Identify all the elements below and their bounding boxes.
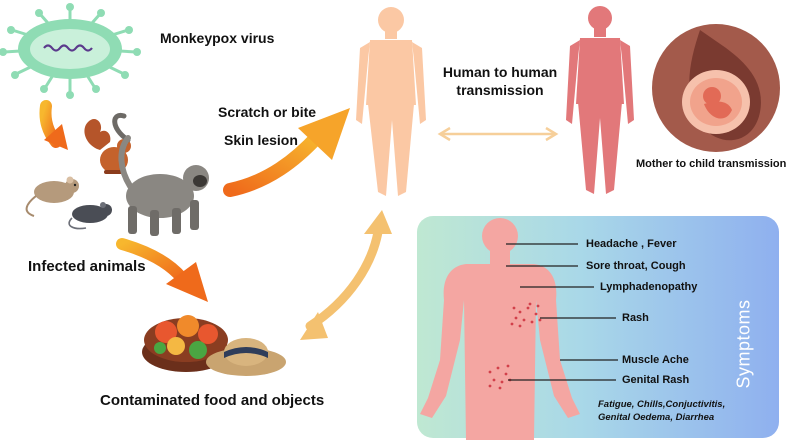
other-symptoms: Fatigue, Chills,Conjuctivitis, Genital O… [598, 398, 748, 424]
mother-child-icon [652, 24, 780, 152]
rash-dots [510, 302, 542, 328]
symptom-rash: Rash [622, 312, 649, 324]
human-figure-red [566, 6, 634, 194]
infected-animals-illustration [25, 112, 209, 236]
virus-label: Monkeypox virus [160, 30, 275, 46]
virus-icon [0, 3, 141, 99]
rat-icon [25, 176, 79, 217]
symptom-pointer-lines [506, 243, 618, 381]
arrow-food-human [300, 210, 392, 340]
infected-animals-label: Infected animals [28, 258, 146, 275]
arrow-human-to-human [437, 126, 559, 142]
human-transmission-label-line2: transmission [456, 82, 544, 98]
symptom-sore-throat-cough: Sore throat, Cough [586, 260, 686, 272]
symptom-lymphadenopathy: Lymphadenopathy [600, 281, 698, 293]
arrow-animals-to-human [223, 108, 350, 197]
symptom-muscle-ache: Muscle Ache [622, 354, 689, 366]
monkey-icon [112, 112, 209, 236]
contaminated-food-illustration [142, 315, 286, 376]
contaminated-food-label: Contaminated food and objects [100, 392, 325, 409]
mouse-icon [68, 202, 112, 230]
hat-icon [206, 338, 286, 376]
human-figure-peach [356, 7, 426, 196]
other-symptoms-line1: Fatigue, Chills,Conjuctivitis, [598, 399, 726, 410]
genital-rash-dots [488, 364, 512, 390]
body-silhouette [420, 218, 580, 440]
symptoms-title: Symptoms [733, 299, 754, 389]
other-symptoms-line2: Genital Oedema, Diarrhea [598, 412, 715, 423]
arrow-animals-to-food [116, 238, 208, 302]
symptom-genital-rash: Genital Rash [622, 374, 690, 386]
arrow-virus-to-animals [39, 100, 68, 150]
symptom-headache-fever: Headache , Fever [586, 238, 677, 250]
lesion-label: Skin lesion [224, 132, 298, 148]
human-transmission-label-line1: Human to human [442, 64, 558, 80]
scratch-label: Scratch or bite [218, 104, 317, 120]
mother-child-label: Mother to child transmission [636, 158, 787, 170]
